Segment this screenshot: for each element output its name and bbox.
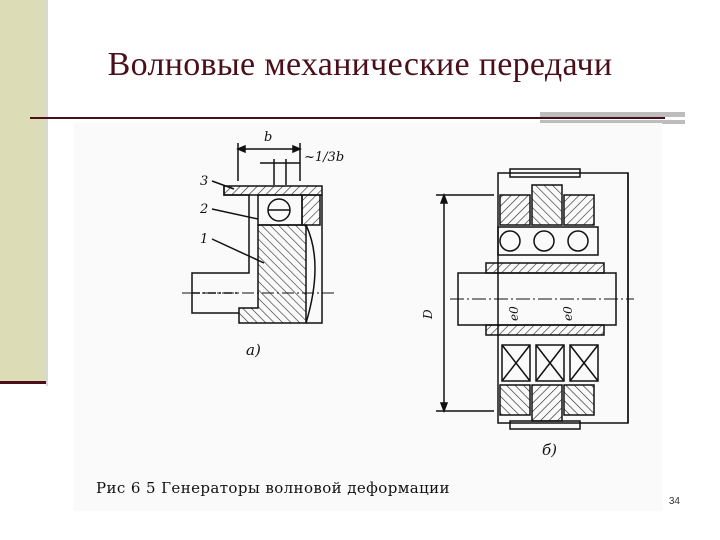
technical-drawing: b ~1/3b 3 2 1 — [74, 123, 662, 511]
label-dg: D — [421, 309, 435, 320]
page-number: 34 — [668, 496, 680, 507]
label-e0-left: e0 — [507, 306, 521, 321]
left-decor-rule — [0, 381, 46, 384]
drawing-a-labels: b ~1/3b 3 2 1 — [199, 130, 344, 247]
label-e0-right: e0 — [561, 306, 575, 321]
label-1: 1 — [200, 232, 208, 247]
slide-title: Волновые механические передачи — [107, 46, 613, 83]
label-2: 2 — [199, 202, 208, 217]
title-underline — [30, 117, 665, 119]
drawing-b-labels: D e0 e0 — [421, 306, 575, 321]
sublabel-a: а) — [246, 341, 261, 359]
drawing-b — [436, 168, 634, 430]
left-decor-band — [0, 0, 46, 382]
label-b-fraction: ~1/3b — [304, 150, 344, 165]
drawing-a — [182, 143, 334, 324]
drawing-svg: b ~1/3b 3 2 1 — [182, 130, 634, 430]
label-3: 3 — [200, 174, 208, 189]
title-accent-bars — [540, 112, 685, 126]
sublabel-b: б) — [542, 441, 558, 459]
label-b: b — [264, 130, 272, 145]
vertical-divider — [46, 0, 48, 386]
figure-caption: Рис 6 5 Генераторы волновой деформации — [96, 479, 450, 497]
